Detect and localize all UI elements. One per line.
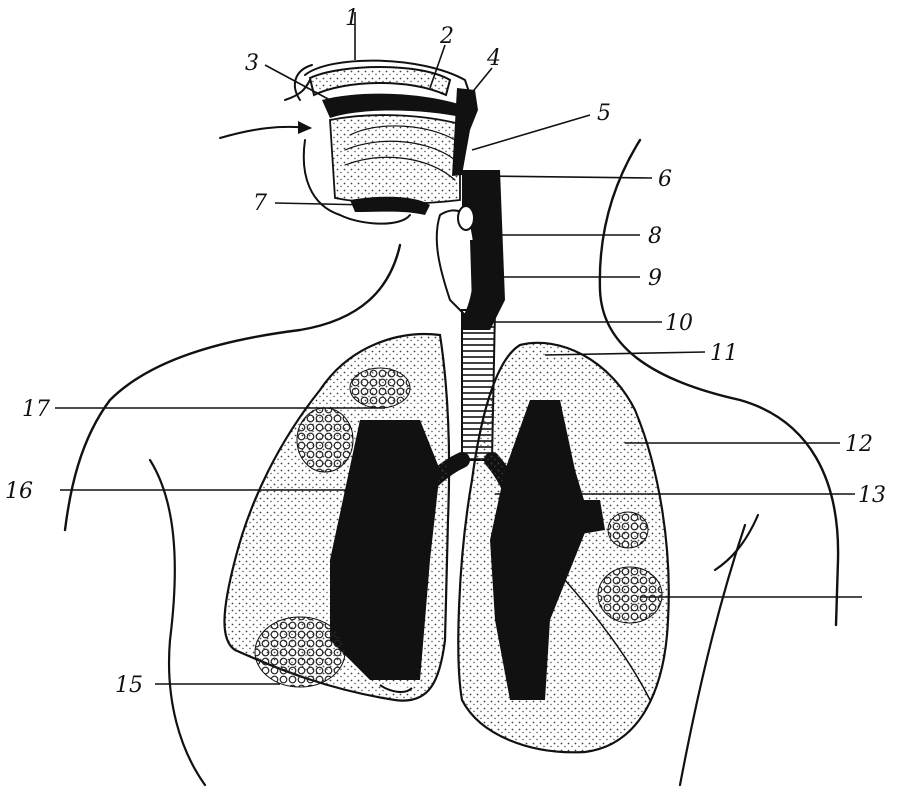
- label-9: 9: [648, 266, 662, 291]
- label-1: 1: [345, 6, 359, 31]
- lung-right: [224, 334, 449, 701]
- label-3: 3: [245, 51, 259, 76]
- lung-left: [458, 343, 668, 752]
- label-11: 11: [710, 341, 738, 366]
- label-13: 13: [858, 483, 886, 508]
- label-16: 16: [5, 479, 33, 504]
- label-2: 2: [439, 24, 454, 49]
- label-17: 17: [22, 397, 50, 422]
- label-6: 6: [658, 167, 672, 192]
- label-10: 10: [665, 311, 693, 336]
- label-7: 7: [253, 191, 267, 216]
- label-4: 4: [486, 46, 501, 71]
- label-5: 5: [597, 101, 611, 126]
- label-12: 12: [845, 432, 873, 457]
- label-15: 15: [115, 673, 143, 698]
- label-8: 8: [648, 224, 662, 249]
